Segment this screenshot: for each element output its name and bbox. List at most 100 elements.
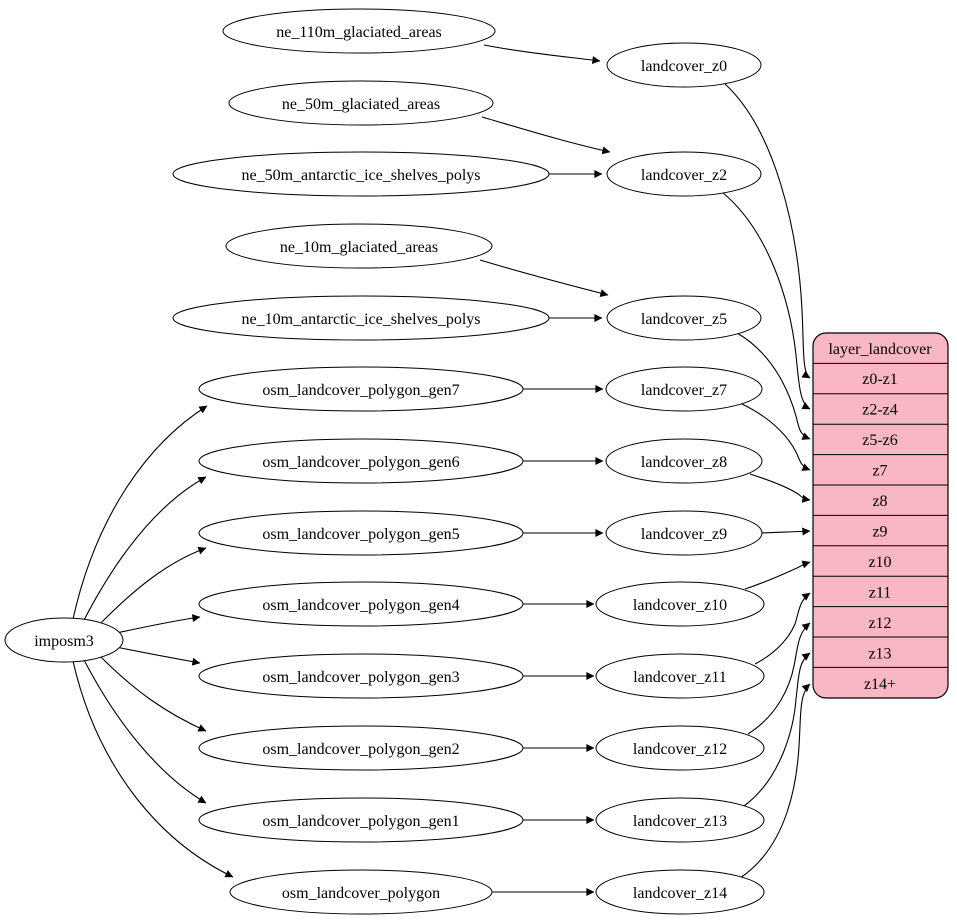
node-label: osm_landcover_polygon_gen5 (262, 526, 459, 543)
edge-imposm3-to-osm_landcover_polygon_gen5 (96, 546, 207, 628)
node-landcover_z10: landcover_z10 (595, 581, 765, 627)
node-label: osm_landcover_polygon_gen7 (262, 382, 459, 399)
node-ellipse (606, 151, 762, 197)
edge-ne_10m_glaciated_areas-to-landcover_z5 (479, 259, 609, 297)
edges-layer (72, 44, 811, 896)
table-row-z2-z4: z2-z4 (862, 402, 898, 419)
node-ne_10m_antarctic_ice_shelves_polys: ne_10m_antarctic_ice_shelves_polys (172, 295, 550, 341)
node-osm_landcover_polygon_gen4: osm_landcover_polygon_gen4 (198, 581, 524, 627)
node-label: osm_landcover_polygon (282, 885, 440, 902)
node-label: landcover_z10 (633, 597, 727, 614)
node-ellipse (605, 510, 763, 556)
edge-landcover_z14-to-row-z14 (739, 683, 811, 879)
edge-landcover_z9-to-row-z9 (760, 527, 811, 536)
node-ellipse (595, 581, 765, 627)
node-ellipse (229, 869, 493, 915)
table-row-z9: z9 (872, 524, 887, 541)
node-ellipse (172, 295, 550, 341)
node-label: imposm3 (34, 633, 94, 650)
node-ellipse (198, 581, 524, 627)
node-ellipse (4, 617, 124, 663)
table-row-z10: z10 (868, 554, 891, 571)
node-ellipse (198, 725, 524, 771)
table-row-z0-z1: z0-z1 (862, 371, 898, 388)
node-label: ne_50m_antarctic_ice_shelves_polys (241, 167, 480, 184)
node-ellipse (228, 80, 494, 126)
node-ellipse (198, 653, 524, 699)
node-label: osm_landcover_polygon_gen6 (262, 454, 459, 471)
node-label: ne_50m_glaciated_areas (282, 96, 440, 113)
edge-landcover_z5-to-row-z5-z6 (736, 332, 811, 440)
node-ellipse (606, 42, 762, 88)
table-row-z13: z13 (868, 646, 891, 663)
edge-landcover_z13-to-row-z13 (743, 652, 811, 807)
node-label: landcover_z14 (633, 885, 727, 902)
node-label: osm_landcover_polygon_gen2 (262, 741, 459, 758)
table-row-z7: z7 (872, 463, 887, 480)
edge-imposm3-to-osm_landcover_polygon_gen7 (72, 405, 208, 620)
edge-landcover_z11-to-row-z11 (754, 592, 811, 665)
node-ellipse (225, 223, 493, 269)
node-ellipse (595, 797, 765, 843)
node-osm_landcover_polygon: osm_landcover_polygon (229, 869, 493, 915)
edge-landcover_z10-to-row-z10 (744, 560, 811, 590)
table-row-z11: z11 (869, 585, 892, 602)
node-ellipse (595, 869, 765, 915)
node-label: ne_10m_antarctic_ice_shelves_polys (241, 311, 480, 328)
table-title: layer_landcover (828, 341, 932, 358)
node-label: osm_landcover_polygon_gen3 (262, 669, 459, 686)
node-label: ne_110m_glaciated_areas (276, 24, 442, 41)
node-landcover_z13: landcover_z13 (595, 797, 765, 843)
node-ne_50m_glaciated_areas: ne_50m_glaciated_areas (228, 80, 494, 126)
node-osm_landcover_polygon_gen3: osm_landcover_polygon_gen3 (198, 653, 524, 699)
node-ellipse (198, 797, 524, 843)
node-osm_landcover_polygon_gen5: osm_landcover_polygon_gen5 (198, 510, 524, 556)
node-landcover_z2: landcover_z2 (606, 151, 762, 197)
edge-imposm3-to-osm_landcover_polygon (72, 660, 234, 878)
node-label: landcover_z7 (641, 382, 727, 399)
node-ellipse (172, 151, 550, 197)
node-ne_110m_glaciated_areas: ne_110m_glaciated_areas (222, 8, 496, 54)
node-ellipse (595, 653, 765, 699)
node-ellipse (222, 8, 496, 54)
table-row-z14plus: z14+ (864, 676, 896, 693)
edge-imposm3-to-osm_landcover_polygon_gen2 (96, 652, 207, 732)
node-ellipse (198, 366, 524, 412)
node-landcover_z7: landcover_z7 (605, 366, 763, 412)
node-landcover_z12: landcover_z12 (595, 725, 765, 771)
node-ellipse (605, 438, 763, 484)
node-label: landcover_z8 (641, 454, 727, 471)
node-landcover_z11: landcover_z11 (595, 653, 765, 699)
node-ellipse (595, 725, 765, 771)
node-ne_10m_glaciated_areas: ne_10m_glaciated_areas (225, 223, 493, 269)
table-row-z5-z6: z5-z6 (862, 432, 898, 449)
edge-landcover_z2-to-row-z2-z4 (721, 191, 811, 410)
node-imposm3: imposm3 (4, 617, 124, 663)
node-osm_landcover_polygon_gen6: osm_landcover_polygon_gen6 (198, 438, 524, 484)
node-label: landcover_z5 (641, 311, 727, 328)
edge-ne_50m_glaciated_areas-to-landcover_z2 (481, 116, 611, 155)
edge-landcover_z12-to-row-z12 (747, 622, 811, 735)
edge-imposm3-to-osm_landcover_polygon_gen1 (82, 657, 207, 804)
table-row-z12: z12 (868, 615, 891, 632)
edge-landcover_z7-to-row-z7 (741, 403, 811, 471)
node-label: landcover_z9 (641, 526, 727, 543)
node-ellipse (198, 510, 524, 556)
node-osm_landcover_polygon_gen1: osm_landcover_polygon_gen1 (198, 797, 524, 843)
node-osm_landcover_polygon_gen2: osm_landcover_polygon_gen2 (198, 725, 524, 771)
node-ellipse (198, 438, 524, 484)
node-landcover_z8: landcover_z8 (605, 438, 763, 484)
table-layer_landcover: layer_landcover z0-z1 z2-z4 z5-z6 z7 z8 … (812, 332, 949, 699)
node-label: ne_10m_glaciated_areas (280, 239, 438, 256)
table-row-z8: z8 (872, 493, 887, 510)
edge-imposm3-to-osm_landcover_polygon_gen6 (82, 476, 207, 623)
node-ne_50m_antarctic_ice_shelves_polys: ne_50m_antarctic_ice_shelves_polys (172, 151, 550, 197)
node-landcover_z14: landcover_z14 (595, 869, 765, 915)
edge-imposm3-to-osm_landcover_polygon_gen4 (115, 614, 201, 634)
node-label: landcover_z12 (633, 741, 727, 758)
node-ellipse (605, 366, 763, 412)
node-ellipse (606, 295, 762, 341)
node-label: osm_landcover_polygon_gen4 (262, 597, 459, 614)
